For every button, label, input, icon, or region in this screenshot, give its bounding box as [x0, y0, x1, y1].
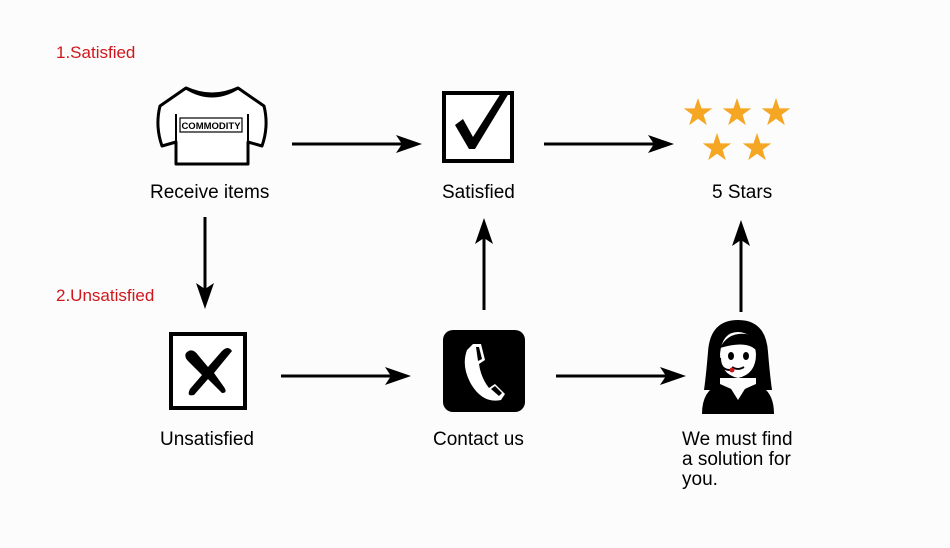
node-label-satisfied: Satisfied: [442, 182, 515, 203]
node-label-unsatisfied: Unsatisfied: [160, 429, 254, 450]
phone-icon: [443, 330, 525, 412]
support-agent-icon: [702, 320, 774, 414]
node-label-solution: We must find a solution for you.: [682, 430, 793, 490]
node-label-contact-us: Contact us: [433, 429, 524, 450]
shirt-icon: COMMODITY: [156, 86, 268, 166]
checkbox-x-icon: [169, 332, 247, 410]
checkbox-check-icon: [442, 91, 514, 163]
arrow-down-1: [196, 217, 214, 309]
star-4: [702, 133, 732, 161]
arrow-right-1: [292, 135, 422, 153]
arrow-right-2: [544, 135, 674, 153]
arrow-up-2: [732, 220, 750, 312]
solution-line-3: you.: [682, 469, 718, 490]
star-3: [761, 98, 791, 126]
stars-icon: [683, 98, 791, 161]
solution-line-1: We must find: [682, 429, 793, 450]
solution-line-2: a solution for: [682, 449, 791, 470]
star-1: [683, 98, 713, 126]
star-2: [722, 98, 752, 126]
node-label-five-stars: 5 Stars: [712, 182, 773, 203]
section-label-unsatisfied: 2.Unsatisfied: [56, 286, 155, 305]
star-5: [742, 133, 772, 161]
node-label-receive-items: Receive items: [150, 182, 270, 203]
arrow-right-4: [556, 367, 686, 385]
section-label-satisfied: 1.Satisfied: [56, 43, 136, 62]
shirt-commodity-text: COMMODITY: [181, 121, 241, 132]
arrow-right-3: [281, 367, 411, 385]
arrow-up-1: [475, 218, 493, 310]
